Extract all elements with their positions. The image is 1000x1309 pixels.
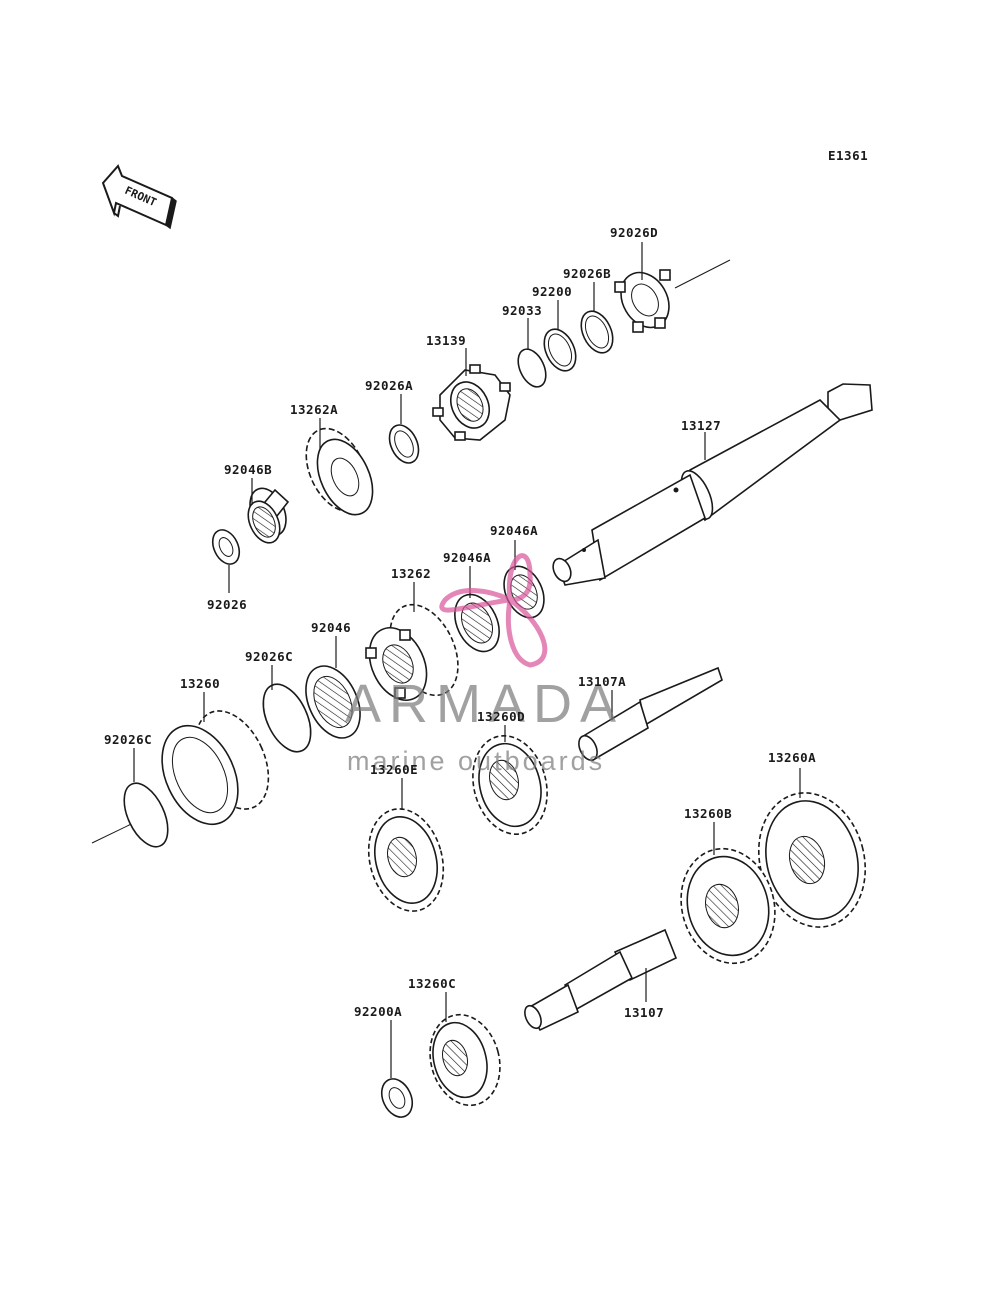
part-label-13260C[interactable]: 13260C xyxy=(408,976,456,991)
part-label-92026B[interactable]: 92026B xyxy=(563,266,611,281)
part-label-92046[interactable]: 92046 xyxy=(311,620,351,635)
shaft-13107A xyxy=(578,666,723,762)
part-label-13260E[interactable]: 13260E xyxy=(370,762,418,777)
needle-bearing-92046 xyxy=(305,665,361,739)
washer-92026A xyxy=(388,424,420,464)
main-shaft-13127 xyxy=(552,383,873,586)
circlip-92033 xyxy=(517,348,547,388)
shifter-collar-13139 xyxy=(432,364,511,441)
part-label-92026A[interactable]: 92026A xyxy=(365,378,413,393)
shaft-13107 xyxy=(524,928,678,1032)
part-label-13260[interactable]: 13260 xyxy=(180,676,220,691)
ring-92026C-lower xyxy=(123,782,169,848)
part-label-13107A[interactable]: 13107A xyxy=(578,674,626,689)
washer-92026B xyxy=(580,310,614,354)
gear-13260E xyxy=(367,808,445,912)
part-label-92046A-upper[interactable]: 92046A xyxy=(490,523,538,538)
part-label-13262A[interactable]: 13262A xyxy=(290,402,338,417)
washer-92026 xyxy=(211,529,241,565)
washer-92200A xyxy=(380,1078,414,1118)
watermark-brand: ARMADA xyxy=(345,674,624,734)
lock-washer-92026D xyxy=(614,269,671,333)
gear-13260D xyxy=(472,735,548,835)
part-label-92026C-lower[interactable]: 92026C xyxy=(104,732,152,747)
part-label-13260A[interactable]: 13260A xyxy=(768,750,816,765)
part-label-92200A[interactable]: 92200A xyxy=(354,1004,402,1019)
part-label-92033[interactable]: 92033 xyxy=(502,303,542,318)
diagram-code: E1361 xyxy=(828,148,868,163)
part-label-92026D[interactable]: 92026D xyxy=(610,225,658,240)
part-label-13262[interactable]: 13262 xyxy=(391,566,431,581)
gear-13262 xyxy=(365,603,459,701)
part-label-13260B[interactable]: 13260B xyxy=(684,806,732,821)
armada-watermark: ARMADA marine outboards xyxy=(345,553,624,776)
part-label-13139[interactable]: 13139 xyxy=(426,333,466,348)
part-label-92026C-upper[interactable]: 92026C xyxy=(245,649,293,664)
gear-13260A xyxy=(757,792,867,928)
gear-13260C xyxy=(429,1013,501,1107)
gear-13260B xyxy=(680,847,776,965)
part-label-13127[interactable]: 13127 xyxy=(681,418,721,433)
part-labels: 92026D 92026B 92200 92033 13139 92026A 1… xyxy=(104,225,816,1020)
part-label-92046B[interactable]: 92046B xyxy=(224,462,272,477)
part-label-92026[interactable]: 92026 xyxy=(207,597,247,612)
needle-bearing-92046B xyxy=(247,487,290,544)
gear-13260 xyxy=(161,710,270,826)
front-arrow-icon: FRONT xyxy=(101,164,177,230)
part-label-13260D[interactable]: 13260D xyxy=(477,709,525,724)
gear-13262A xyxy=(305,427,374,516)
part-label-92046A-lower[interactable]: 92046A xyxy=(443,550,491,565)
washer-92200 xyxy=(543,328,577,372)
part-label-92200[interactable]: 92200 xyxy=(532,284,572,299)
part-label-13107[interactable]: 13107 xyxy=(624,1005,664,1020)
propeller-logo-icon xyxy=(439,553,548,668)
watermark-tagline: marine outboards xyxy=(347,746,605,776)
